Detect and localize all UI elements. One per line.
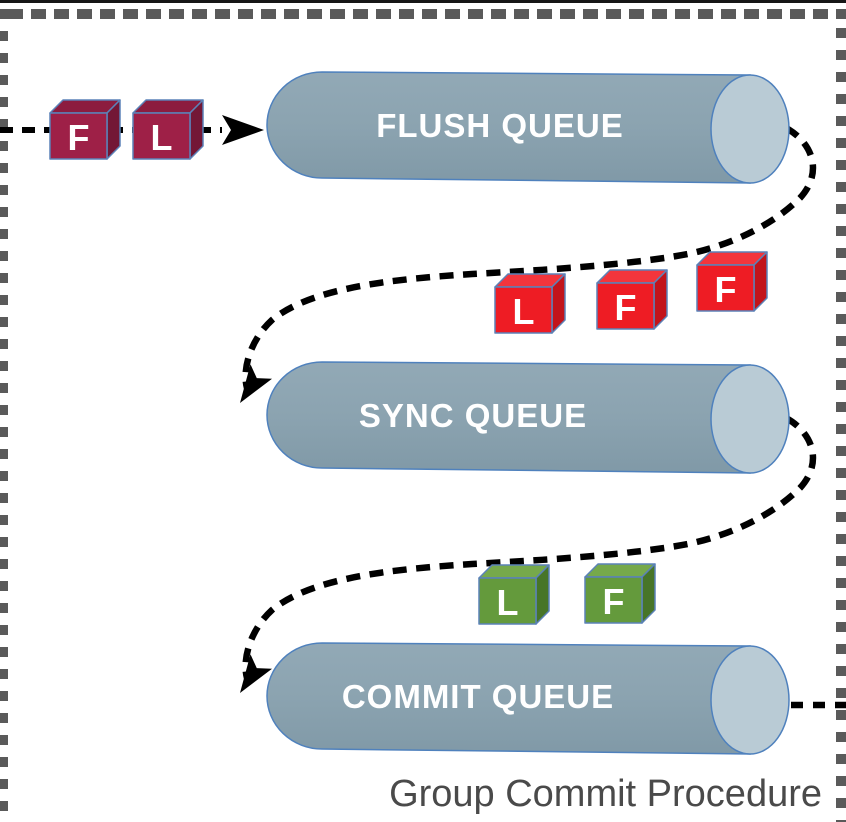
sync-stage-cube-f2: F <box>696 251 768 312</box>
slide-border-top <box>8 9 846 19</box>
commit-queue-label: COMMIT QUEUE <box>342 678 614 715</box>
flush-queue-cap <box>710 74 790 184</box>
flush-queue-label: FLUSH QUEUE <box>376 107 624 144</box>
flush-to-sync-dashed-curve <box>242 125 817 389</box>
sync-stage-cube-f2-letter: F <box>715 269 737 310</box>
flush-queue-cylinder: FLUSH QUEUE <box>266 71 790 184</box>
sync-queue-cylinder: SYNC QUEUE <box>266 361 790 474</box>
sync-to-commit-arrowhead-icon <box>240 654 273 693</box>
sync-queue-label: SYNC QUEUE <box>359 397 587 434</box>
commit-stage-cube-f: F <box>584 563 656 624</box>
flush-to-sync-arrowhead-icon <box>240 364 273 403</box>
sync-stage-cube-l-letter: L <box>513 291 535 332</box>
top-edge-line <box>0 0 846 3</box>
diagram-caption: Group Commit Procedure <box>389 773 822 815</box>
commit-stage-cube-l: L <box>478 564 550 625</box>
sync-to-commit-dashed-curve <box>242 415 817 679</box>
sync-stage-cube-f1: F <box>596 269 668 330</box>
slide-border-left <box>0 9 8 812</box>
sync-stage-cube-f1-letter: F <box>615 287 637 328</box>
commit-queue-cap <box>710 645 790 755</box>
sync-stage-cube-l: L <box>494 273 566 334</box>
incoming-arrowhead-icon <box>222 115 264 145</box>
commit-queue-cylinder: COMMIT QUEUE <box>266 642 790 755</box>
incoming-cube-f-letter: F <box>68 117 90 158</box>
incoming-cube-l-letter: L <box>151 117 173 158</box>
slide-border-right <box>836 28 846 822</box>
sync-queue-cap <box>710 364 790 474</box>
incoming-cube-f: F <box>49 99 121 160</box>
commit-stage-cube-f-letter: F <box>603 581 625 622</box>
incoming-cube-l: L <box>132 99 204 160</box>
commit-stage-cube-l-letter: L <box>497 582 519 623</box>
